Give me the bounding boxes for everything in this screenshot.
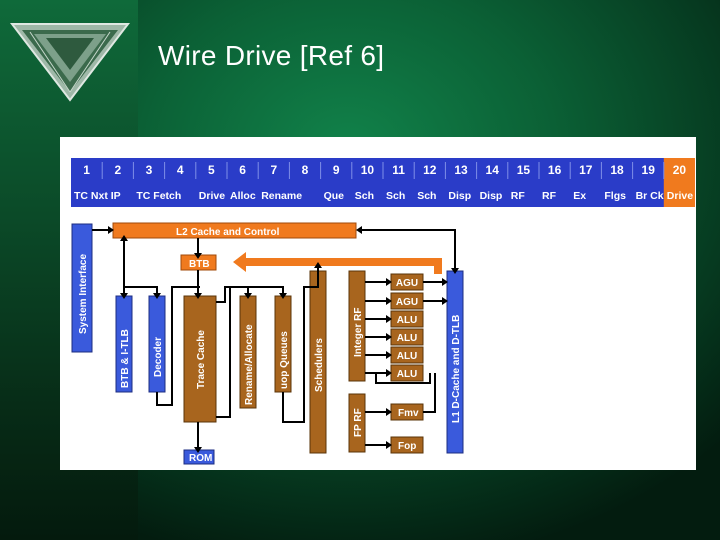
stage-name: Disp <box>480 190 503 202</box>
decoder-label: Decoder <box>153 337 164 377</box>
triangle-logo-icon <box>10 23 130 102</box>
stage-name: TC Fetch <box>136 190 181 202</box>
stage-name: TC Nxt IP <box>74 190 121 202</box>
system-interface-block <box>71 223 93 353</box>
branch-feedback-arrow <box>233 252 442 272</box>
stage-name: Que <box>324 190 345 202</box>
stage-name: Disp <box>448 190 471 202</box>
stage-name: Drive <box>199 190 225 202</box>
stage-highlight <box>663 158 695 207</box>
integer-rf-block <box>348 270 366 382</box>
arrowheads <box>108 226 459 453</box>
stage-number: 9 <box>333 163 340 177</box>
stage-number: 3 <box>146 163 153 177</box>
schedulers-label: Schedulers <box>314 338 325 392</box>
stage-number: 11 <box>392 163 405 177</box>
stage-name: Br Ck <box>636 190 664 202</box>
stage-number: 13 <box>454 163 468 177</box>
l2-cache-label: L2 Cache and Control <box>176 227 280 238</box>
integer-rf-label: Integer RF <box>353 308 364 357</box>
stage-number: 16 <box>548 163 562 177</box>
stage-name: Alloc <box>230 190 256 202</box>
fop-label: Fop <box>398 441 416 452</box>
stage-name: Ex <box>573 190 586 202</box>
exec-unit-label: ALU <box>397 315 418 326</box>
stage-number: 8 <box>302 163 309 177</box>
uop-queues-label: uop Queues <box>279 331 290 389</box>
exec-unit-label: AGU <box>396 297 418 308</box>
stage-name: Flgs <box>604 190 626 202</box>
exec-unit-label: ALU <box>397 351 418 362</box>
stage-number: 19 <box>642 163 656 177</box>
trace-cache-label: Trace Cache <box>196 330 207 389</box>
stage-number: 1 <box>83 163 90 177</box>
btb-label: BTB <box>189 259 210 270</box>
stage-number: 6 <box>239 163 246 177</box>
stage-name: Sch <box>355 190 374 202</box>
stage-number: 17 <box>579 163 593 177</box>
exec-unit-label: ALU <box>397 369 418 380</box>
stage-number: 14 <box>486 163 500 177</box>
exec-unit-label: AGU <box>396 278 418 289</box>
stage-number: 2 <box>114 163 121 177</box>
stage-number: 4 <box>177 163 184 177</box>
stage-name: Drive <box>667 190 693 202</box>
slide-title: Wire Drive [Ref 6] <box>158 40 385 71</box>
exec-unit-label: ALU <box>397 333 418 344</box>
trace-cache-block <box>183 295 217 423</box>
stage-name: RF <box>542 190 557 202</box>
stage-number: 10 <box>361 163 375 177</box>
stage-name: Rename <box>261 190 302 202</box>
btb-itlb-label: BTB & I-TLB <box>120 329 131 388</box>
rom-label: ROM <box>189 453 212 464</box>
rename-allocate-label: Rename/Allocate <box>244 324 255 405</box>
stage-number: 18 <box>610 163 624 177</box>
system-interface-label: System Interface <box>78 254 89 334</box>
fp-rf-block <box>348 393 366 453</box>
execution-units: AGU AGU ALU ALU ALU ALU <box>390 273 424 382</box>
l1-dcache-label: L1 D-Cache and D-TLB <box>451 315 462 423</box>
connector-lines <box>92 229 456 447</box>
stage-number: 15 <box>517 163 531 177</box>
branch-feedback-arrow-tail <box>434 258 442 274</box>
stage-number: 5 <box>208 163 215 177</box>
stage-number: 20 <box>673 163 687 177</box>
stage-number: 12 <box>423 163 437 177</box>
fp-rf-label: FP RF <box>353 408 364 437</box>
fmv-label: Fmv <box>398 408 419 419</box>
stage-name: RF <box>511 190 526 202</box>
stage-number: 7 <box>270 163 277 177</box>
stage-name: Sch <box>417 190 436 202</box>
stage-name: Sch <box>386 190 405 202</box>
